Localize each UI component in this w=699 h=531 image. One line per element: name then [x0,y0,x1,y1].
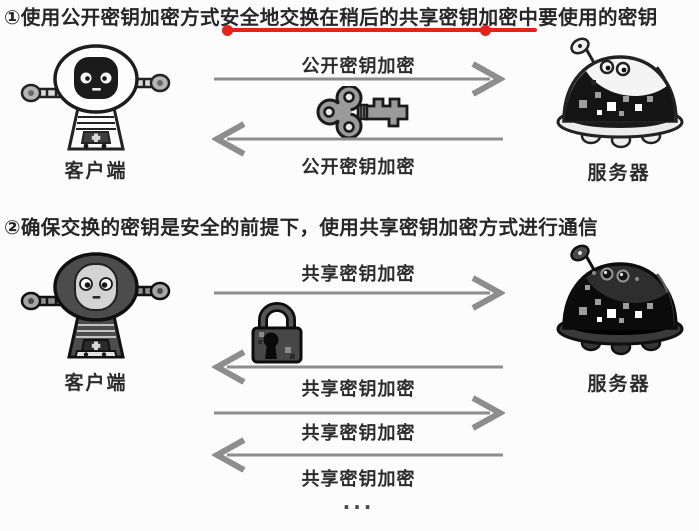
arrow-left-icon [212,349,503,385]
step1-arrow2-label: 公开密钥加密 [301,157,416,178]
arrow-right-icon [214,395,505,431]
lock-icon [251,302,303,364]
arrow-right-icon [214,275,505,311]
step1-arrow1-label: 公开密钥加密 [301,56,416,77]
step2-arrow3-label: 共享密钥加密 [301,423,416,444]
arrow-right-icon [214,61,505,97]
step2-heading: ②确保交换的密钥是安全的前提下，使用共享密钥加密方式进行通信 [4,216,599,239]
red-underline-dot-right [480,25,491,36]
continuation-ellipsis: ... [342,490,375,514]
red-underline-annotation [227,28,537,32]
step2-arrow1-label: 共享密钥加密 [301,264,416,285]
step1-client-label: 客户端 [64,160,128,182]
step1-server-label: 服务器 [587,162,651,184]
step2-client-label: 客户端 [64,372,128,394]
red-underline-dot-left [222,25,233,36]
step2-arrow2-label: 共享密钥加密 [301,379,416,400]
key-icon [316,86,409,138]
client-robot-icon [20,44,171,151]
server-robot-dark-icon [556,244,684,356]
arrow-left-icon [212,437,503,473]
server-robot-icon [556,37,684,149]
arrow-left-icon [212,121,503,157]
step2-arrow4-label: 共享密钥加密 [301,469,416,490]
step2-server-label: 服务器 [587,373,651,395]
client-robot-dark-icon [20,252,171,359]
step1-heading: ①使用公开密钥加密方式安全地交换在稍后的共享密钥加密中要使用的密钥 [4,6,658,29]
